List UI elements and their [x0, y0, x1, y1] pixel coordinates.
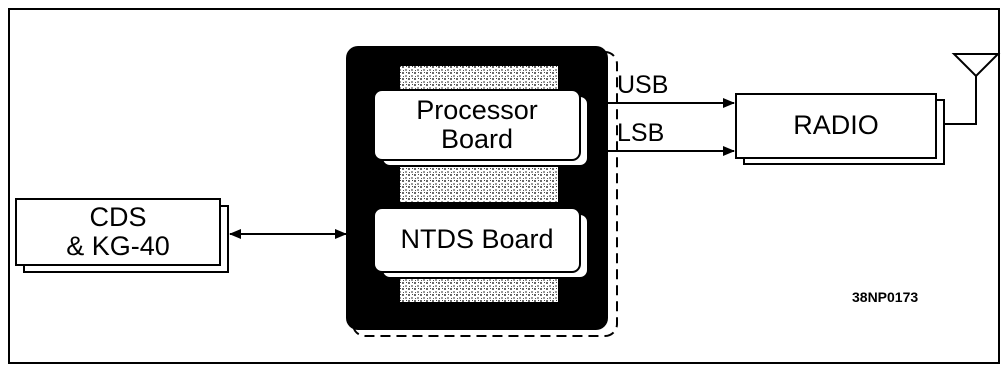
usb-label: USB: [617, 70, 669, 99]
processor-board-label: Processor Board: [416, 94, 538, 154]
processor-unit: [346, 46, 618, 337]
processor-board: [373, 89, 581, 161]
board-texture-top: [400, 66, 558, 92]
board-texture-mid: [400, 162, 558, 202]
cds-block: [15, 198, 229, 273]
ntds-board: [373, 207, 581, 273]
lsb-label: LSB: [617, 118, 665, 147]
cds-label: CDS & KG-40: [66, 201, 170, 261]
ntds-board-label: NTDS Board: [400, 224, 554, 255]
radio-block: [735, 93, 945, 165]
antenna-icon: [944, 53, 1001, 125]
figure-id: 38NP0173: [852, 289, 919, 306]
board-texture-bottom: [400, 278, 558, 302]
radio-label: RADIO: [793, 110, 879, 141]
